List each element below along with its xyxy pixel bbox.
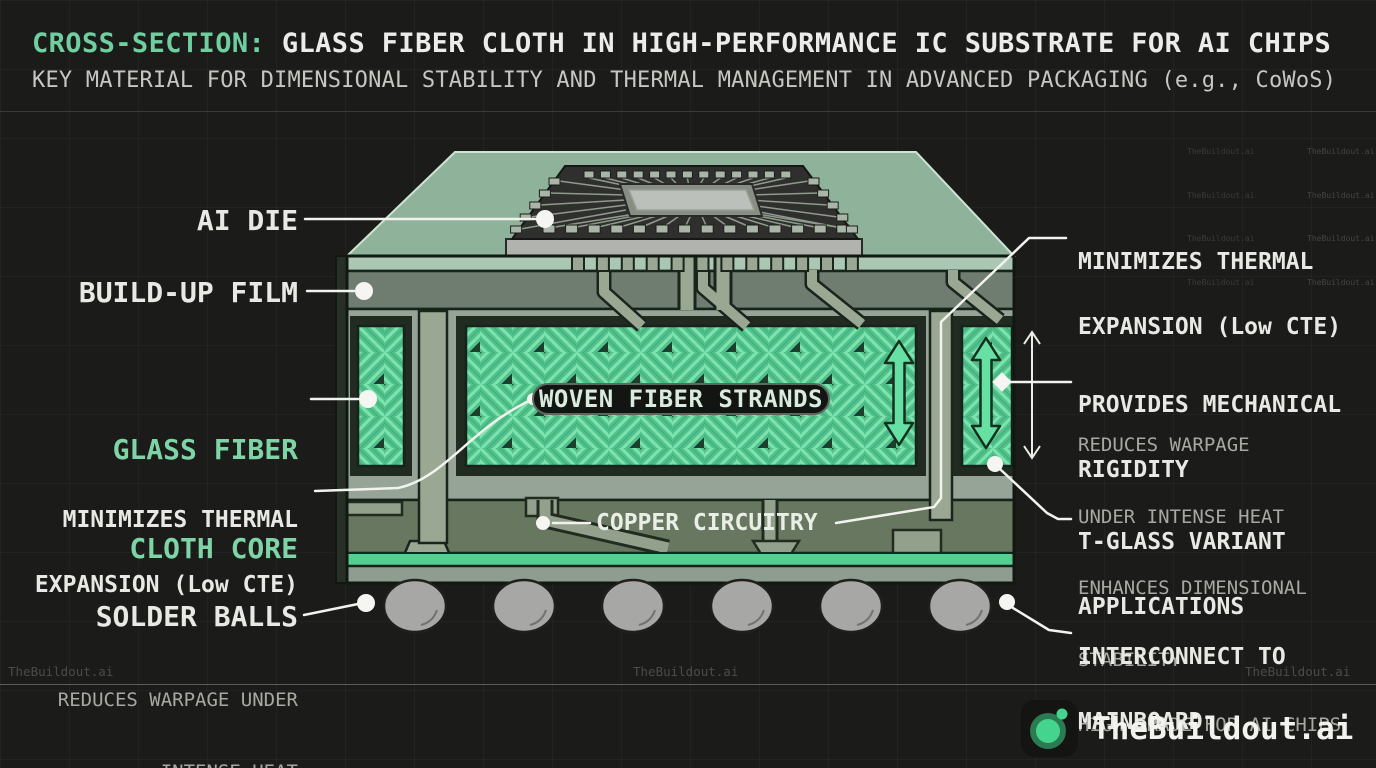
expansion-arrows bbox=[883, 336, 1002, 450]
label-build-up-film: BUILD-UP FILM bbox=[78, 276, 298, 309]
build-up-vias bbox=[571, 253, 1005, 332]
watermark-text: TheBuildout.ai bbox=[1307, 234, 1375, 243]
footer-divider bbox=[0, 684, 1376, 685]
die-core bbox=[627, 189, 756, 211]
label-line: INTERCONNECT TO bbox=[1078, 644, 1286, 670]
label-line: STABILITY bbox=[1078, 649, 1181, 671]
watermark-column: TheBuildout.ai TheBuildout.ai TheBuildou… bbox=[1187, 116, 1254, 319]
label-line: INTENSE HEAT bbox=[0, 760, 298, 768]
leader-dots bbox=[355, 210, 1015, 612]
glass-fiber-core-left bbox=[350, 316, 412, 476]
rigidity-measure-arrow bbox=[1023, 330, 1041, 460]
label-subtext: HIGH-GRADE FOR AI CHIPS bbox=[1078, 665, 1376, 768]
label-line: CLOTH CORE bbox=[129, 532, 298, 565]
leader-lines bbox=[302, 217, 1073, 635]
label-subtext: ENHANCES DIMENSIONAL STABILITY bbox=[1078, 528, 1376, 720]
label-line: MAINBOARD bbox=[1078, 709, 1203, 735]
label-glass-fiber-cloth-core: GLASS FIBER CLOTH CORE bbox=[0, 367, 298, 631]
watermark-text: TheBuildout.ai bbox=[1187, 234, 1255, 243]
label-mechanical-rigidity: PROVIDES MECHANICAL RIGIDITY ENHANCES DI… bbox=[1078, 354, 1376, 758]
header-divider bbox=[0, 111, 1376, 112]
label-minimizes-thermal-left: MINIMIZES THERMAL EXPANSION (Low CTE) RE… bbox=[0, 469, 298, 768]
brand-logo bbox=[1021, 700, 1078, 757]
ai-die-chip bbox=[505, 165, 863, 257]
label-line: UNDER INTENSE HEAT bbox=[1078, 506, 1284, 528]
solder-mask-strip bbox=[346, 552, 1015, 567]
watermark-column: TheBuildout.ai TheBuildout.ai TheBuildou… bbox=[1307, 116, 1374, 319]
copper-circuitry-label: COPPER CIRCUITRY bbox=[596, 510, 818, 536]
label-line: HIGH-GRADE FOR AI CHIPS bbox=[1078, 714, 1342, 736]
label-subtext: REDUCES WARPAGE UNDER INTENSE HEAT bbox=[1078, 385, 1376, 577]
page-subtitle: KEY MATERIAL FOR DIMENSIONAL STABILITY A… bbox=[32, 68, 1337, 93]
label-line: T-GLASS VARIANT bbox=[1078, 529, 1286, 555]
label-line: MINIMIZES THERMAL bbox=[1078, 249, 1314, 275]
watermark-text: TheBuildout.ai bbox=[8, 664, 114, 679]
label-line: PROVIDES MECHANICAL bbox=[1078, 392, 1342, 418]
label-line: ENHANCES DIMENSIONAL bbox=[1078, 577, 1307, 599]
watermark-text: TheBuildout.ai bbox=[1187, 147, 1255, 156]
woven-fiber-strands-label: WOVEN FIBER STRANDS bbox=[538, 385, 824, 413]
bottom-metal-layer bbox=[345, 564, 1016, 585]
page-title: CROSS-SECTION: GLASS FIBER CLOTH IN HIGH… bbox=[32, 28, 1331, 59]
watermark-text: TheBuildout.ai bbox=[633, 664, 739, 679]
brand-name: TheBuildout.ai bbox=[1092, 711, 1354, 747]
package-side-face bbox=[335, 255, 348, 584]
label-line: EXPANSION (Low CTE) bbox=[1078, 314, 1342, 340]
label-line: RIGIDITY bbox=[1078, 457, 1189, 483]
watermark-text: TheBuildout.ai bbox=[1245, 664, 1351, 679]
label-subtext: REDUCES WARPAGE UNDER INTENSE HEAT bbox=[0, 640, 298, 768]
label-solder-balls: SOLDER BALLS bbox=[95, 600, 298, 633]
brand-logo-icon bbox=[1030, 708, 1068, 749]
label-ai-die: AI DIE bbox=[196, 204, 298, 237]
label-t-glass-variant: T-GLASS VARIANT APPLICATIONS HIGH-GRADE … bbox=[1078, 491, 1376, 768]
watermark-text: TheBuildout.ai bbox=[1187, 277, 1255, 287]
label-line: GLASS FIBER bbox=[112, 433, 298, 466]
title-rest: GLASS FIBER CLOTH IN HIGH-PERFORMANCE IC… bbox=[265, 28, 1332, 59]
label-line: APPLICATIONS bbox=[1078, 594, 1245, 620]
solder-balls bbox=[382, 578, 993, 634]
title-highlight: CROSS-SECTION: bbox=[32, 28, 266, 59]
label-line: REDUCES WARPAGE bbox=[1078, 434, 1250, 456]
label-interconnect-mainboard: INTERCONNECT TO MAINBOARD bbox=[1078, 606, 1376, 768]
watermark-text: TheBuildout.ai bbox=[1307, 190, 1375, 200]
label-line: EXPANSION (Low CTE) bbox=[34, 572, 298, 598]
bond-pads bbox=[510, 170, 858, 234]
label-line: MINIMIZES THERMAL bbox=[62, 507, 298, 533]
die-base-slab bbox=[505, 238, 863, 257]
watermark-text: TheBuildout.ai bbox=[1187, 190, 1255, 200]
watermark-text: TheBuildout.ai bbox=[1307, 147, 1375, 156]
watermark-text: TheBuildout.ai bbox=[1307, 277, 1375, 287]
label-line: REDUCES WARPAGE UNDER bbox=[57, 689, 298, 711]
package-outline bbox=[345, 254, 1016, 585]
label-minimizes-thermal-right: MINIMIZES THERMAL EXPANSION (Low CTE) RE… bbox=[1078, 211, 1376, 615]
woven-fiber-strands-badge: WOVEN FIBER STRANDS bbox=[532, 383, 830, 415]
